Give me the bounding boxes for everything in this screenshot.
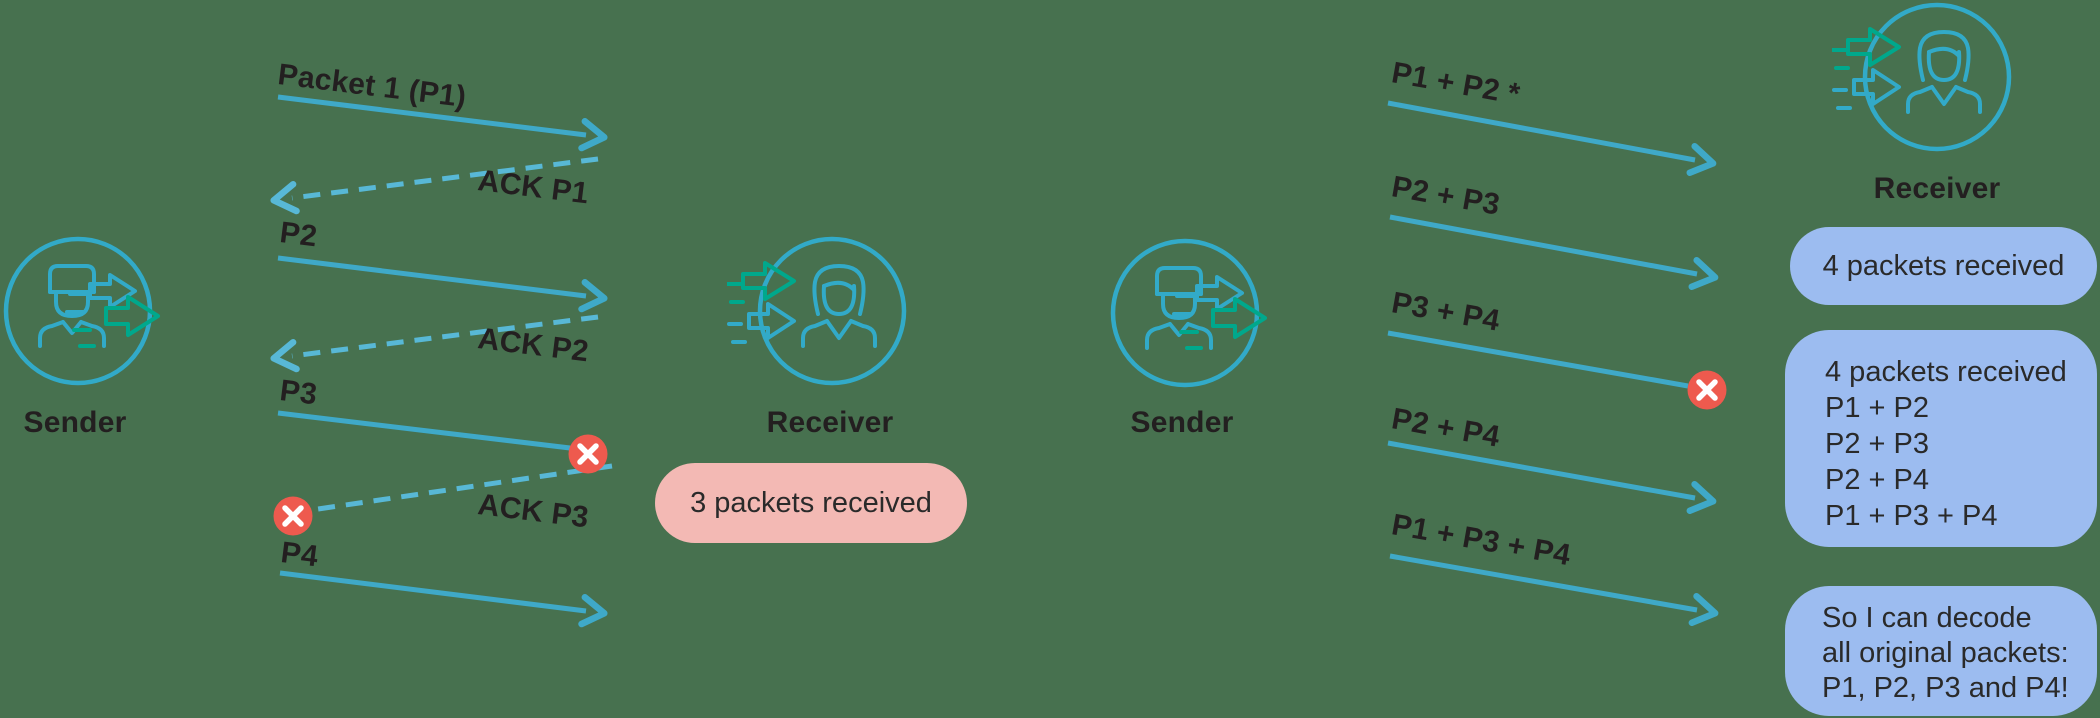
decode-list-line: P2 + P3 — [1825, 428, 1929, 460]
arrow-ack-p3-lost — [317, 463, 613, 512]
conclusion-badge: So I can decode all original packets: P1… — [1785, 586, 2097, 716]
receiver-icon — [1832, 2, 2012, 152]
sender-icon — [1110, 238, 1267, 388]
arrow-p3p4-lost — [1387, 330, 1689, 389]
packet-loss-icon — [273, 496, 313, 536]
packets-received-badge: 4 packets received — [1790, 227, 2097, 305]
packets-received-badge: 3 packets received — [655, 463, 967, 543]
decode-list-line: 4 packets received — [1825, 356, 2067, 388]
arrow-ack-p2 — [270, 314, 599, 373]
arrow-p2p4 — [1387, 440, 1717, 515]
receiver-label: Receiver — [1873, 172, 2001, 205]
arrow-p2 — [277, 255, 608, 313]
sender-icon — [3, 236, 160, 386]
conclusion-line: So I can decode — [1822, 602, 2032, 634]
packets-received-text: 4 packets received — [1822, 249, 2065, 282]
conclusion-line: all original packets: — [1822, 637, 2069, 669]
arrow-p1p3p4 — [1389, 553, 1719, 627]
arrow-ack-p1 — [270, 156, 599, 215]
message-label-p3: P3 — [278, 374, 319, 412]
message-label-p2: P2 — [278, 216, 319, 254]
arrow-p3-lost — [277, 410, 571, 451]
decode-list-line: P2 + P4 — [1825, 464, 1929, 496]
decode-list-line: P1 + P3 + P4 — [1825, 500, 1998, 532]
packet-loss-icon — [568, 434, 608, 474]
decode-list-badge: 4 packets received P1 + P2 P2 + P3 P2 + … — [1785, 330, 2097, 547]
sender-label: Sender — [23, 406, 127, 439]
message-label-p4: P4 — [279, 536, 320, 574]
arrow-p4 — [279, 570, 608, 628]
arrow-p1p2 — [1387, 100, 1717, 176]
arrow-p2p3 — [1389, 214, 1719, 290]
sender-label: Sender — [1130, 406, 1234, 439]
decode-list-line: P1 + P2 — [1825, 392, 1929, 424]
packet-loss-icon — [1687, 370, 1727, 410]
arrow-packet1 — [277, 94, 608, 152]
receiver-icon — [727, 236, 907, 386]
conclusion-line: P1, P2, P3 and P4! — [1822, 672, 2069, 704]
receiver-label: Receiver — [766, 406, 894, 439]
packets-received-text: 3 packets received — [690, 486, 932, 519]
